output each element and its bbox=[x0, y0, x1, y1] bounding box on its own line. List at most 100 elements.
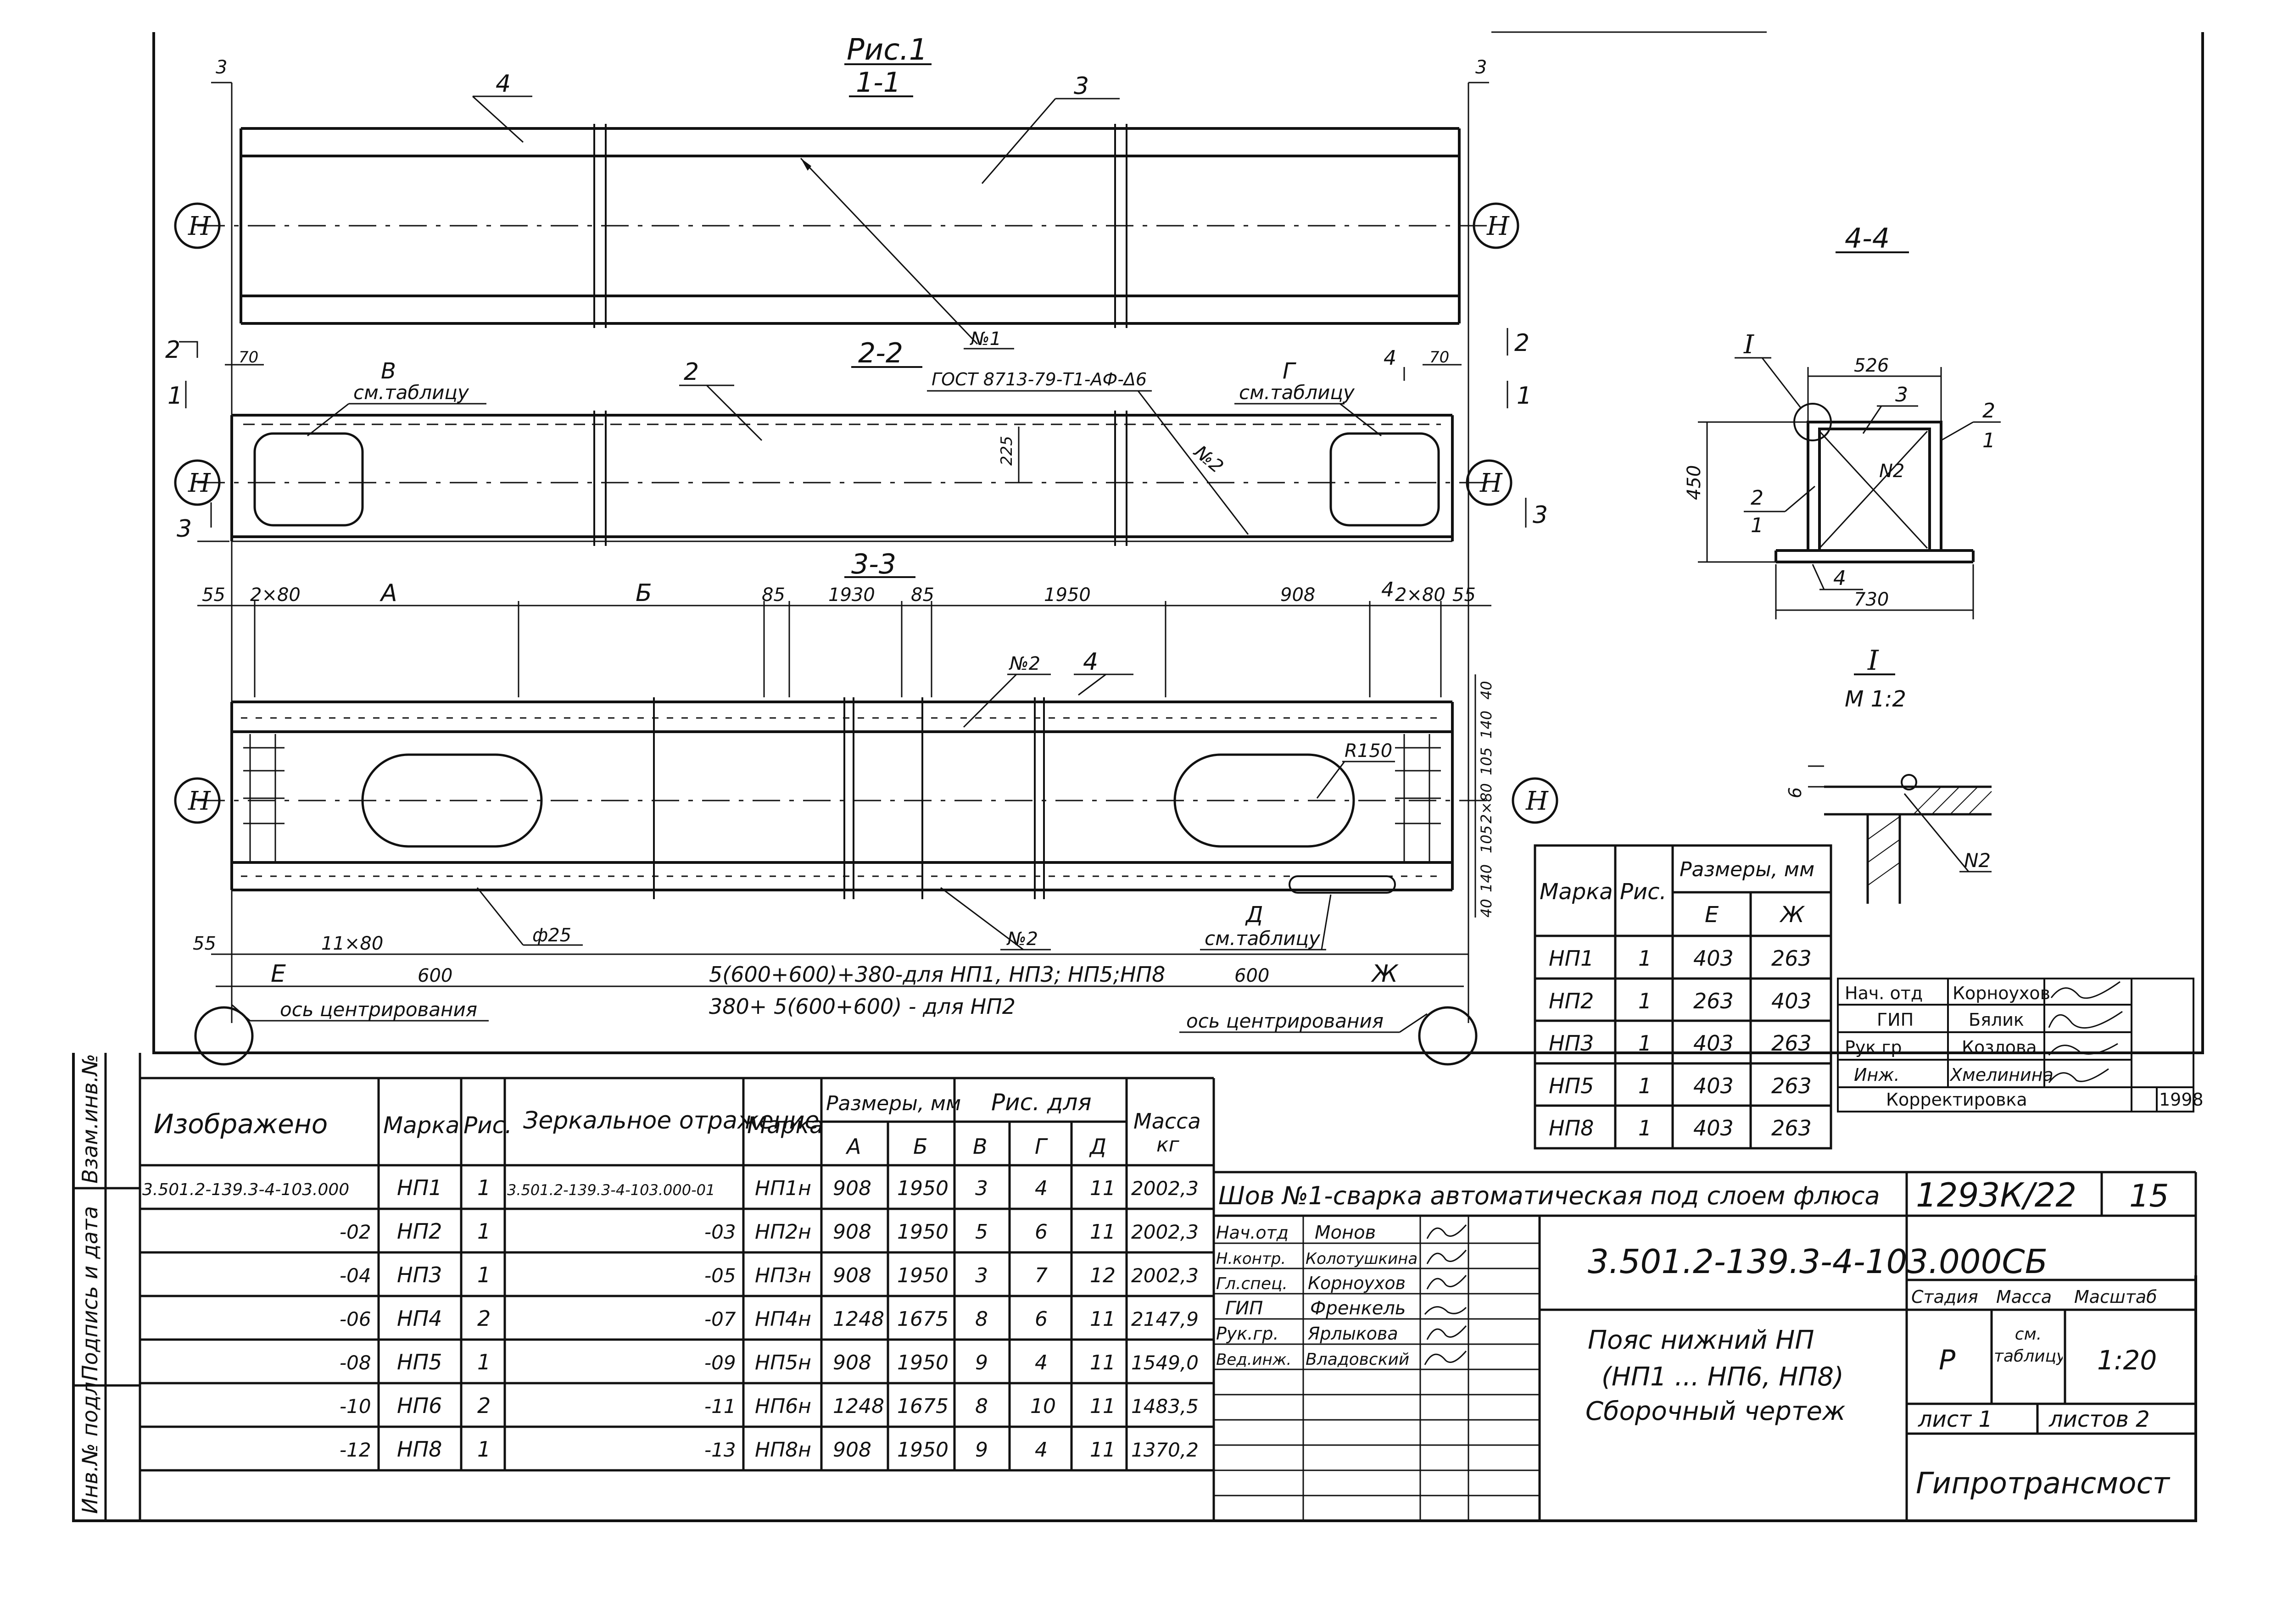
mt-cell-mass: 2002,3 bbox=[1131, 1264, 1199, 1287]
cut-3-left: 3 bbox=[216, 57, 227, 78]
dim-526: 526 bbox=[1854, 355, 1889, 376]
ab-role-0: Нач. отд bbox=[1845, 983, 1923, 1003]
st-cell-ris: 1 bbox=[1638, 989, 1652, 1013]
dim-70-left: 70 bbox=[239, 348, 258, 367]
dim-2x80-top-right: 2×80 bbox=[1395, 584, 1445, 606]
st-h-e: Е bbox=[1705, 902, 1719, 928]
mt-row-0: 3.501.2-139.3-4-103.000 НП1 1 3.501.2-13… bbox=[142, 1175, 1199, 1200]
st-cell-marka: НП1 bbox=[1549, 946, 1594, 971]
cut-3-right: 3 bbox=[1475, 57, 1487, 78]
mt-cell-v: 8 bbox=[975, 1395, 988, 1418]
mt-h-marka2: Марка bbox=[747, 1112, 823, 1139]
mt-cell-a: 908 bbox=[833, 1220, 871, 1244]
mt-cell-d: 11 bbox=[1090, 1438, 1116, 1462]
mt-cell-b: 1950 bbox=[897, 1220, 949, 1244]
stamp-name: Владовский bbox=[1306, 1350, 1409, 1369]
mt-cell-marka: НП1 bbox=[397, 1175, 442, 1200]
mt-cell-zerk: -03 bbox=[704, 1221, 736, 1243]
mt-cell-marka: НП3 bbox=[397, 1262, 442, 1287]
pos-3-label: 3 bbox=[1074, 72, 1089, 100]
mt-cell-a: 908 bbox=[833, 1438, 871, 1462]
stamp-name: Монов bbox=[1315, 1222, 1376, 1243]
view-3-3: 3-3 55 2×80 А Б 85 1930 85 1950 908 2×80… bbox=[174, 548, 1558, 1066]
mt-cell-a: 1248 bbox=[833, 1307, 884, 1331]
mt-cell-izo: -10 bbox=[340, 1395, 371, 1418]
view-2-2: 2-2 225 70 70 В см.таблицу 2 ГОСТ 8713-7… bbox=[165, 328, 1548, 546]
st-cell-ris: 1 bbox=[1638, 946, 1652, 971]
stamp-role: Н.контр. bbox=[1216, 1250, 1286, 1268]
mt-cell-a: 1248 bbox=[833, 1395, 884, 1418]
mt-cell-marka2: НП4н bbox=[755, 1307, 811, 1331]
cut-3-left-b: 3 bbox=[177, 515, 192, 543]
st-cell-zh: 263 bbox=[1771, 946, 1812, 971]
stamp-name: Ярлыкова bbox=[1307, 1324, 1398, 1344]
mt-cell-marka2: НП1н bbox=[755, 1177, 811, 1200]
stamp-name: Колотушкина bbox=[1306, 1250, 1417, 1268]
st-cell-ris: 1 bbox=[1638, 1116, 1652, 1140]
mt-cell-izo: -06 bbox=[340, 1308, 371, 1330]
mt-h-kg: кг bbox=[1156, 1133, 1180, 1157]
callout-G-see: см.таблицу bbox=[1239, 381, 1355, 404]
stamp-person-3: ГИП Френкель bbox=[1225, 1298, 1406, 1319]
ab-name-0: Корноухов bbox=[1953, 983, 2050, 1003]
section-mark-I: I bbox=[1743, 330, 1755, 360]
stamp-title-2: (НП1 ... НП6, НП8) bbox=[1602, 1362, 1844, 1392]
mt-row-3: -06 НП4 2 -07 НП4н 1248 1675 8 6 11 2147… bbox=[340, 1306, 1199, 1331]
cut-1-right: 1 bbox=[1517, 382, 1532, 410]
main-table: Изображено Марка Рис. Зеркальное отражен… bbox=[140, 1077, 1215, 1472]
mt-cell-mass: 2002,3 bbox=[1131, 1177, 1199, 1200]
st-row-2: НП3 1 403 263 bbox=[1549, 1031, 1812, 1056]
st-h-ris: Рис. bbox=[1620, 879, 1667, 905]
dim-40-bot: 40 bbox=[1478, 899, 1495, 918]
mt-cell-zerk: -05 bbox=[704, 1264, 736, 1287]
mt-cell-b: 1675 bbox=[897, 1395, 949, 1418]
mt-cell-g: 6 bbox=[1035, 1220, 1048, 1244]
gost-label: ГОСТ 8713-79-Т1-АФ-Δ6 bbox=[932, 369, 1147, 389]
mt-cell-d: 11 bbox=[1090, 1220, 1116, 1244]
st-h-marka: Марка bbox=[1540, 879, 1613, 905]
mt-cell-marka: НП6 bbox=[397, 1393, 442, 1418]
mt-cell-zerk: -07 bbox=[704, 1308, 736, 1330]
detail-I-label: I bbox=[1867, 645, 1879, 677]
mt-cell-mass: 1370,2 bbox=[1131, 1439, 1199, 1461]
mt-cell-d: 11 bbox=[1090, 1307, 1116, 1331]
mt-cell-b: 1950 bbox=[897, 1351, 949, 1374]
st-cell-e: 403 bbox=[1693, 1116, 1734, 1140]
view-2-2-label: 2-2 bbox=[858, 337, 903, 369]
stamp-name: Корноухов bbox=[1308, 1273, 1406, 1293]
mt-cell-g: 4 bbox=[1035, 1438, 1048, 1462]
cut-2-left: 2 bbox=[165, 336, 180, 364]
mt-cell-a: 908 bbox=[833, 1351, 871, 1374]
st-h-zh: Ж bbox=[1779, 902, 1805, 928]
mt-cell-mass: 1483,5 bbox=[1131, 1395, 1199, 1418]
dim-70-right: 70 bbox=[1429, 348, 1449, 367]
sec44-pos-1-left: 1 bbox=[1751, 514, 1763, 537]
cut-4-mid: 4 bbox=[1381, 578, 1394, 601]
dim-225: 225 bbox=[998, 436, 1016, 466]
stamp-person-0: Нач.отд Монов bbox=[1216, 1222, 1376, 1243]
mt-cell-ris: 1 bbox=[477, 1219, 491, 1244]
axis-h-3-3-right: Н bbox=[1525, 786, 1549, 816]
st-cell-zh: 263 bbox=[1771, 1031, 1812, 1056]
view-4-4-label: 4-4 bbox=[1845, 222, 1890, 255]
mt-cell-mass: 1549,0 bbox=[1131, 1351, 1199, 1374]
mt-h-b: Б bbox=[913, 1134, 928, 1159]
mt-cell-izo: -08 bbox=[340, 1351, 371, 1374]
sec44-pos-2-right: 2 bbox=[1982, 399, 1995, 423]
mt-row-4: -08 НП5 1 -09 НП5н 908 1950 9 4 11 1549,… bbox=[340, 1350, 1199, 1374]
axis-h-1-1-left: Н bbox=[188, 211, 211, 241]
weld-note: Шов №1-сварка автоматическая под слоем ф… bbox=[1218, 1181, 1880, 1210]
callout-B-see: см.таблицу bbox=[353, 381, 469, 404]
mt-h-d: Д bbox=[1089, 1134, 1106, 1159]
mt-cell-v: 3 bbox=[975, 1177, 988, 1200]
callout-D-see: см.таблицу bbox=[1205, 927, 1321, 950]
mt-cell-v: 3 bbox=[975, 1264, 988, 1287]
dim-600-left: 600 bbox=[418, 965, 452, 986]
mt-cell-v: 5 bbox=[975, 1220, 988, 1244]
st-row-1: НП2 1 263 403 bbox=[1549, 989, 1812, 1013]
mt-cell-izo: -04 bbox=[340, 1264, 371, 1287]
ab-name-3: Хмелинина bbox=[1949, 1065, 2054, 1085]
stamp-title-1: Пояс нижний НП bbox=[1588, 1325, 1814, 1355]
mt-cell-zerk: -09 bbox=[704, 1351, 736, 1374]
